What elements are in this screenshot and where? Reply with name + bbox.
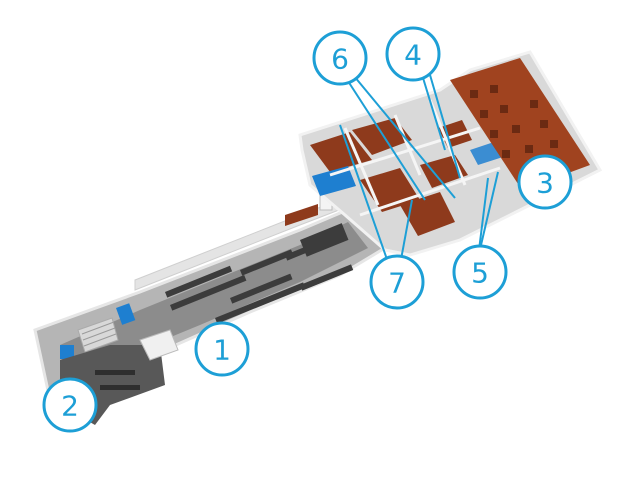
marker-5[interactable]: 5 — [452, 244, 508, 300]
marker-5-label: 5 — [471, 257, 489, 290]
marker-1[interactable]: 1 — [194, 321, 250, 377]
marker-1-label: 1 — [213, 334, 231, 367]
marker-4[interactable]: 4 — [385, 26, 441, 82]
marker-2-label: 2 — [61, 390, 79, 423]
marker-2[interactable]: 2 — [42, 377, 98, 433]
marker-4-label: 4 — [404, 39, 422, 72]
marker-7-label: 7 — [388, 267, 406, 300]
marker-3-label: 3 — [536, 167, 554, 200]
marker-7[interactable]: 7 — [369, 254, 425, 310]
marker-6[interactable]: 6 — [312, 30, 368, 86]
marker-6-label: 6 — [331, 43, 349, 76]
marker-3[interactable]: 3 — [517, 154, 573, 210]
